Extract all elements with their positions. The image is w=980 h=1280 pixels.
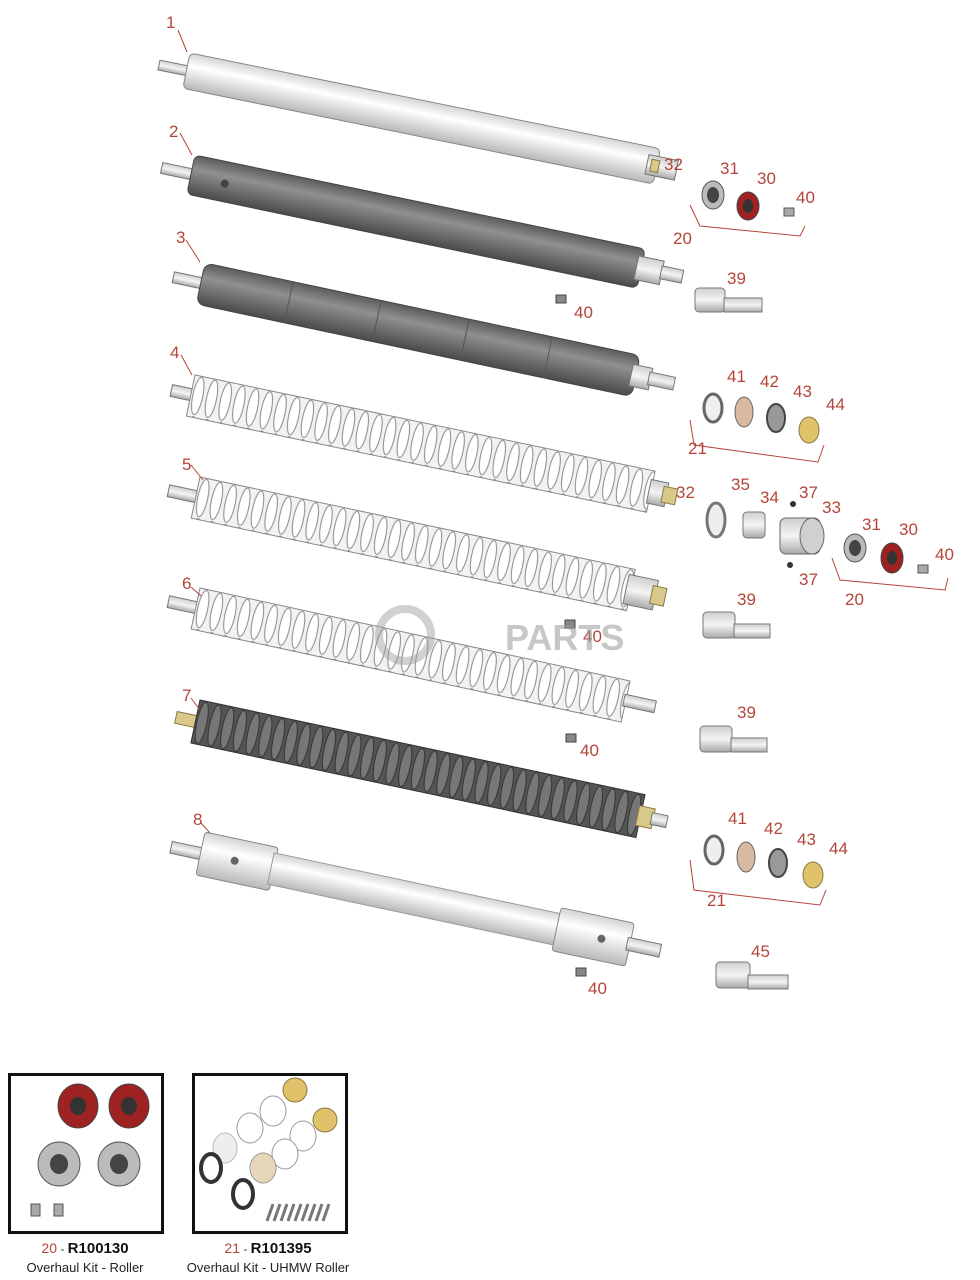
callout-40-roller6: 40 [583, 627, 602, 646]
washer-43-top [766, 403, 786, 433]
roller-2 [159, 155, 685, 288]
setscrew-40-roller6 [564, 619, 576, 629]
kit-20-bracket-mid [831, 557, 949, 591]
roller-5 [166, 476, 668, 612]
kit-20-contents [30, 1083, 150, 1217]
seal-30-top [736, 191, 760, 221]
setscrew-40-mid [917, 564, 929, 574]
callout-leaders [177, 29, 211, 834]
roller-4 [169, 374, 679, 513]
callout-44-top: 44 [826, 395, 845, 414]
callout-8: 8 [193, 810, 202, 829]
callout-20-mid: 20 [845, 590, 864, 609]
setscrew-40-top [783, 207, 795, 217]
callout-3: 3 [176, 228, 185, 247]
callout-41-top: 41 [727, 367, 746, 386]
callout-34: 34 [760, 488, 779, 507]
callout-20-top: 20 [673, 229, 692, 248]
callout-37-b: 37 [799, 570, 818, 589]
kit-20-number: 20 [41, 1240, 57, 1256]
washer-41-top [702, 392, 724, 424]
setscrew-40-roller7 [565, 733, 577, 743]
roller-3 [171, 263, 677, 396]
nut-44-low [802, 861, 824, 889]
washer-42-low [736, 841, 756, 873]
callout-33: 33 [822, 498, 841, 517]
hub-39-mid [702, 611, 771, 639]
callout-44-low: 44 [829, 839, 848, 858]
kit-20-caption: 20 - R100130 Overhaul Kit - Roller [0, 1240, 170, 1275]
bearing-31-mid [843, 533, 867, 563]
kit-21-caption: 21 - R101395 Overhaul Kit - UHMW Roller [178, 1240, 358, 1275]
callout-39-top: 39 [727, 269, 746, 288]
roller-1 [157, 53, 679, 184]
roller-6 [166, 587, 658, 723]
callout-40-top: 40 [796, 188, 815, 207]
callout-40-mid: 40 [935, 545, 954, 564]
setscrew-40-roller3 [555, 294, 567, 304]
callout-21-top: 21 [688, 439, 707, 458]
seal-30-mid [880, 542, 904, 574]
kit-21-code: R101395 [250, 1240, 312, 1257]
washer-35 [705, 501, 727, 539]
bearing-31-top [701, 180, 725, 210]
callout-39-mid: 39 [737, 590, 756, 609]
kit-21-bracket-top [689, 419, 825, 463]
callout-32-top: 32 [664, 155, 683, 174]
kit-20-box [8, 1073, 164, 1234]
washer-42-top [734, 396, 754, 428]
screw-37-b [787, 562, 793, 568]
kit-21-box [192, 1073, 348, 1234]
washer-43-low [768, 848, 788, 878]
hub-39-top [694, 287, 763, 313]
kit-21-number: 21 [224, 1240, 240, 1256]
callout-35: 35 [731, 475, 750, 494]
roller-7 [174, 699, 669, 839]
callout-42-low: 42 [764, 819, 783, 838]
kit-21-bracket-low [689, 859, 827, 906]
callout-43-top: 43 [793, 382, 812, 401]
callout-42-top: 42 [760, 372, 779, 391]
callout-40-roller8: 40 [588, 979, 607, 998]
kit-20-bracket-top [689, 204, 806, 237]
callout-30-top: 30 [757, 169, 776, 188]
callout-31-top: 31 [720, 159, 739, 178]
callout-41-low: 41 [728, 809, 747, 828]
callout-43-low: 43 [797, 830, 816, 849]
kit-20-description: Overhaul Kit - Roller [26, 1260, 144, 1275]
roller-8 [169, 832, 663, 967]
hub-45 [715, 961, 789, 990]
callout-4: 4 [170, 343, 179, 362]
callout-5: 5 [182, 455, 191, 474]
hub-39-low [699, 725, 768, 753]
callout-32-mid: 32 [676, 483, 695, 502]
setscrew-40-roller8 [575, 967, 587, 977]
callout-37-a: 37 [799, 483, 818, 502]
callout-1: 1 [166, 13, 175, 32]
callout-21-low: 21 [707, 891, 726, 910]
kit-21-contents [199, 1077, 338, 1222]
callout-6: 6 [182, 574, 191, 593]
callout-30-mid: 30 [899, 520, 918, 539]
callout-31-mid: 31 [862, 515, 881, 534]
kit-20-code: R100130 [67, 1240, 129, 1257]
callout-45: 45 [751, 942, 770, 961]
hub-33 [779, 517, 825, 555]
callout-40-roller3: 40 [574, 303, 593, 322]
kit-21-description: Overhaul Kit - UHMW Roller [186, 1260, 350, 1275]
screw-37-a [790, 501, 796, 507]
callout-40-roller7: 40 [580, 741, 599, 760]
spacer-34 [742, 511, 766, 539]
callout-7: 7 [182, 686, 191, 705]
nut-44-top [798, 416, 820, 444]
washer-41-low [703, 834, 725, 866]
callout-2: 2 [169, 122, 178, 141]
callout-39-low: 39 [737, 703, 756, 722]
